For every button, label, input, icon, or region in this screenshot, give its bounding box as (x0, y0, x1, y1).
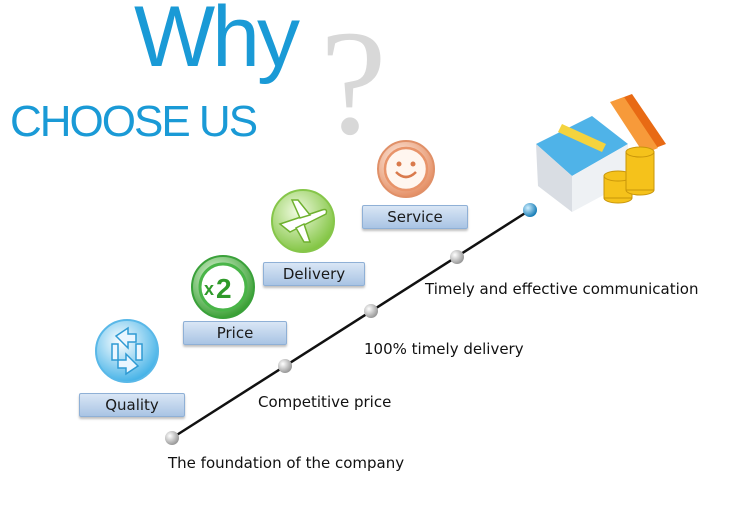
smiley-icon (377, 140, 435, 198)
step-node-4 (450, 250, 464, 264)
price-pill: Price (183, 321, 287, 345)
caption-price: Competitive price (258, 393, 392, 411)
delivery-pill: Delivery (263, 262, 365, 286)
caption-delivery: 100% timely delivery (364, 340, 524, 358)
step-node-end (523, 203, 537, 217)
caption-foundation: The foundation of the company (168, 454, 405, 472)
choose-us-heading: CHOOSE US (10, 97, 258, 146)
why-heading: Why (134, 0, 300, 85)
progress-line (171, 208, 531, 440)
x2-badge-icon: x 2 (191, 255, 255, 319)
svg-text:2: 2 (216, 273, 232, 304)
quality-pill: Quality (79, 393, 185, 417)
quality-arrows-icon (95, 319, 159, 383)
airplane-icon (271, 189, 335, 253)
svg-text:x: x (204, 279, 214, 299)
step-node-3 (364, 304, 378, 318)
question-mark-icon: ? (320, 0, 387, 166)
caption-service: Timely and effective communication (425, 280, 699, 298)
step-node-1 (165, 431, 179, 445)
step-node-2 (278, 359, 292, 373)
service-pill: Service (362, 205, 468, 229)
house-coins-icon (536, 94, 666, 212)
